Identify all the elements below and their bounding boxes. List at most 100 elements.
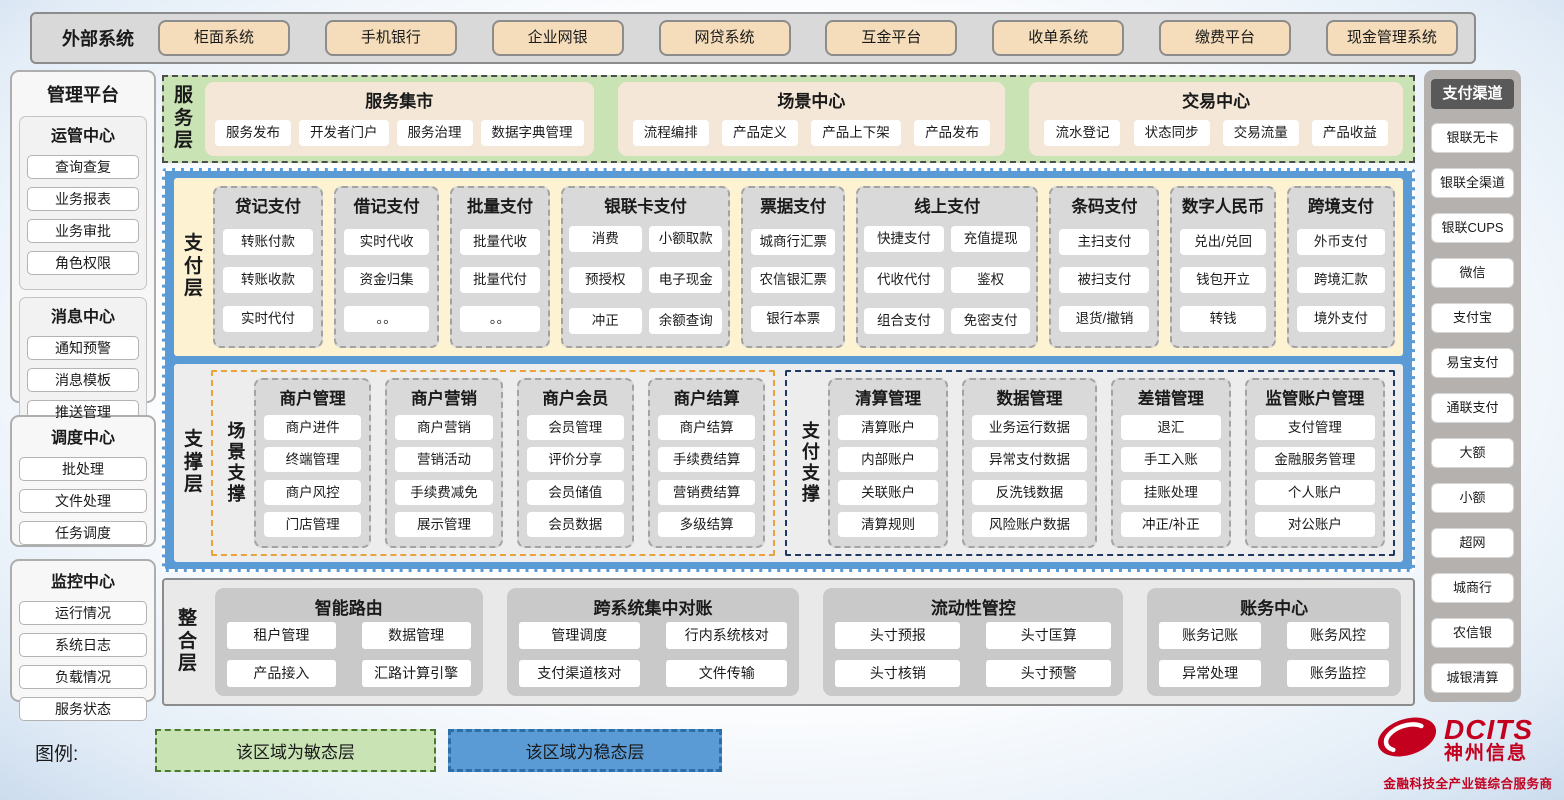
payment-channel-items: 银联无卡银联全渠道银联CUPS微信支付宝易宝支付通联支付大额小额超网城商行农信银… <box>1431 123 1514 693</box>
column-title: 条码支付 <box>1057 190 1151 218</box>
module-box: 账务监控 <box>1287 660 1389 687</box>
module-box: 商户风控 <box>264 480 361 505</box>
scene-column-2: 商户会员 会员管理评价分享会员储值会员数据 <box>517 378 634 548</box>
column-items: 兑出/兑回钱包开立转钱 <box>1178 218 1267 342</box>
service-item-box: 产品发布 <box>914 120 990 146</box>
dispatch-center-group: 调度中心 批处理文件处理任务调度 <box>16 420 150 555</box>
module-box: 被扫支付 <box>1059 267 1149 293</box>
payment-channel-box: 超网 <box>1431 528 1514 558</box>
logo-brand: DCITS <box>1444 715 1533 744</box>
payment-column-6: 条码支付 主扫支付被扫支付退货/撤销 <box>1049 186 1159 348</box>
payment-support-zone: 支付支撑 清算管理 清算账户内部账户关联账户清算规则 数据管理 业务运行数据异常… <box>785 370 1395 556</box>
module-box: 营销活动 <box>395 447 492 472</box>
column-items: 商户结算手续费结算营销费结算多级结算 <box>656 410 757 542</box>
module-box: 支付渠道核对 <box>519 660 640 687</box>
payment-support-label: 支付支撑 <box>799 421 822 506</box>
module-box: 实时代收 <box>344 229 429 255</box>
module-box: 展示管理 <box>395 512 492 537</box>
module-box: 兑出/兑回 <box>1180 229 1265 255</box>
management-item-box: 批处理 <box>19 457 147 481</box>
column-title: 商户会员 <box>525 382 626 410</box>
column-items: 清算账户内部账户关联账户清算规则 <box>836 410 940 542</box>
module-box: 城商行汇票 <box>751 229 835 255</box>
management-platform-title: 管理平台 <box>16 75 150 109</box>
scene-column-3: 商户结算 商户结算手续费结算营销费结算多级结算 <box>648 378 765 548</box>
accounting-center-group: 账务中心 账务记账账务风控异常处理账务监控 <box>1147 588 1401 696</box>
column-title: 贷记支付 <box>221 190 315 218</box>
management-item-box: 查询查复 <box>27 155 139 179</box>
integration-layer-label: 整合层 <box>176 608 199 675</box>
module-box: 外币支付 <box>1297 229 1385 255</box>
module-box: 汇路计算引擎 <box>362 660 471 687</box>
module-box: 充值提现 <box>951 226 1031 252</box>
column-title: 线上支付 <box>864 190 1030 218</box>
payment-channel-box: 通联支付 <box>1431 393 1514 423</box>
module-box: 免密支付 <box>951 308 1031 334</box>
module-box: 退汇 <box>1121 415 1221 440</box>
scene-column-1: 商户营销 商户营销营销活动手续费减免展示管理 <box>385 378 502 548</box>
scene-center-group: 场景中心 流程编排产品定义产品上下架产品发布 <box>618 82 1006 156</box>
column-items: 批量代收批量代付。。 <box>458 218 541 342</box>
module-box: 转账付款 <box>223 229 313 255</box>
module-box: 会员储值 <box>527 480 624 505</box>
module-box: 电子现金 <box>649 267 722 293</box>
module-box: 跨境汇款 <box>1297 267 1385 293</box>
column-title: 商户管理 <box>262 382 363 410</box>
payment-column-5: 线上支付 快捷支付充值提现代收代付鉴权组合支付免密支付 <box>856 186 1038 348</box>
column-title: 差错管理 <box>1119 382 1223 410</box>
group-title: 智能路由 <box>227 590 471 621</box>
module-box: 农信银汇票 <box>751 267 835 293</box>
column-items: 支付管理金融服务管理个人账户对公账户 <box>1253 410 1377 542</box>
external-system-box: 企业网银 <box>492 20 624 56</box>
payment-channels-panel: 支付渠道 银联无卡银联全渠道银联CUPS微信支付宝易宝支付通联支付大额小额超网城… <box>1424 70 1521 702</box>
management-item-box: 角色权限 <box>27 251 139 275</box>
management-item-box: 系统日志 <box>19 633 147 657</box>
management-item-box: 服务状态 <box>19 697 147 721</box>
column-items: 转账付款转账收款实时代付 <box>221 218 315 342</box>
external-system-box: 互金平台 <box>825 20 957 56</box>
group-items: 查询查复业务报表业务审批角色权限 <box>25 155 141 275</box>
module-box: 反洗钱数据 <box>972 480 1087 505</box>
module-box: 快捷支付 <box>864 226 944 252</box>
module-box: 消费 <box>569 226 642 252</box>
module-box: 鉴权 <box>951 267 1031 293</box>
group-items: 服务发布开发者门户服务治理数据字典管理 <box>215 115 584 150</box>
module-box: 境外支付 <box>1297 306 1385 332</box>
module-box: 多级结算 <box>658 512 755 537</box>
column-items: 商户进件终端管理商户风控门店管理 <box>262 410 363 542</box>
payment-layer: 支付层 贷记支付 转账付款转账收款实时代付 借记支付 实时代收资金归集。。 批量… <box>174 178 1403 356</box>
dcits-swirl-icon <box>1374 710 1440 769</box>
module-box: 冲正/补正 <box>1121 512 1221 537</box>
payment-channel-box: 大额 <box>1431 438 1514 468</box>
column-title: 票据支付 <box>749 190 837 218</box>
pay-support-column-3: 监管账户管理 支付管理金融服务管理个人账户对公账户 <box>1245 378 1385 548</box>
external-system-box: 柜面系统 <box>158 20 290 56</box>
payment-column-7: 数字人民币 兑出/兑回钱包开立转钱 <box>1170 186 1275 348</box>
stable-zone: 支付层 贷记支付 转账付款转账收款实时代付 借记支付 实时代收资金归集。。 批量… <box>162 168 1415 572</box>
smart-routing-group: 智能路由 租户管理数据管理产品接入汇路计算引擎 <box>215 588 483 696</box>
scene-support-zone: 场景支撑 商户管理 商户进件终端管理商户风控门店管理 商户营销 商户营销营销活动… <box>211 370 775 556</box>
module-box: 组合支付 <box>864 308 944 334</box>
column-items: 外币支付跨境汇款境外支付 <box>1295 218 1387 342</box>
external-system-box: 缴费平台 <box>1159 20 1291 56</box>
module-box: 对公账户 <box>1255 512 1375 537</box>
payment-channel-box: 微信 <box>1431 258 1514 288</box>
module-box: 风险账户数据 <box>972 512 1087 537</box>
module-box: 预授权 <box>569 267 642 293</box>
external-system-box: 现金管理系统 <box>1326 20 1458 56</box>
legend-agile-zone: 该区域为敏态层 <box>155 729 436 772</box>
monitor-center-box: 监控中心 运行情况系统日志负载情况服务状态 <box>10 559 156 702</box>
external-system-box: 手机银行 <box>325 20 457 56</box>
external-systems-items: 柜面系统手机银行企业网银网贷系统互金平台收单系统缴费平台现金管理系统 <box>158 20 1458 56</box>
module-box: 数据管理 <box>362 622 471 649</box>
module-box: 手续费减免 <box>395 480 492 505</box>
integration-layer: 整合层 智能路由 租户管理数据管理产品接入汇路计算引擎 跨系统集中对账 管理调度… <box>162 578 1415 706</box>
payment-channel-box: 城银清算 <box>1431 663 1514 693</box>
service-item-box: 服务发布 <box>215 120 291 146</box>
group-items: 运行情况系统日志负载情况服务状态 <box>17 601 149 721</box>
group-items: 流水登记状态同步交易流量产品收益 <box>1039 115 1393 150</box>
group-title: 流动性管控 <box>835 590 1111 621</box>
payment-channel-box: 银联CUPS <box>1431 213 1514 243</box>
scene-support-label: 场景支撑 <box>225 421 248 506</box>
group-items: 批处理文件处理任务调度 <box>17 457 149 545</box>
